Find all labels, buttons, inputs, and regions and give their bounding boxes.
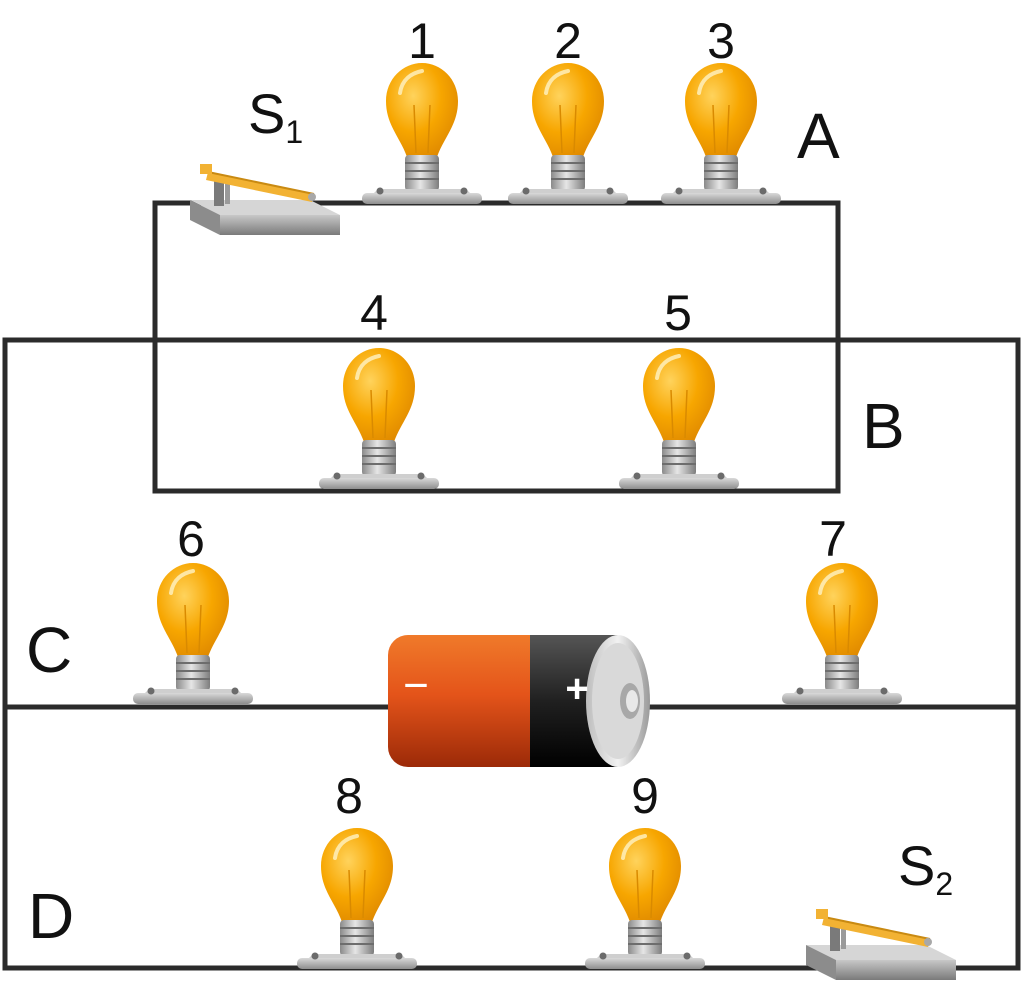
bulb-9-icon — [583, 826, 707, 971]
circuit-label-c: C — [26, 614, 72, 686]
bulb-label-6: 6 — [177, 511, 205, 567]
bulb-6-icon — [131, 561, 255, 706]
circuit-label-b: B — [862, 390, 905, 462]
circuit-d-loop — [2, 707, 1021, 971]
circuit-a-loop — [152, 200, 841, 340]
bulb-label-5: 5 — [664, 285, 692, 341]
switch-s2-icon — [805, 908, 957, 981]
switch-s2-label: S2 — [898, 834, 953, 902]
bulb-label-4: 4 — [360, 285, 388, 341]
switch-s1-label: S1 — [248, 82, 303, 150]
bulb-label-7: 7 — [819, 511, 847, 567]
circuit-b-loop — [152, 337, 841, 494]
bulb-4-icon — [317, 346, 441, 491]
bulb-label-1: 1 — [408, 13, 436, 69]
battery-icon: − + — [388, 635, 650, 767]
switch-s1-icon — [189, 163, 341, 236]
circuit-label-d: D — [28, 880, 74, 952]
battery-negative-label: − — [403, 661, 429, 710]
bulb-7-icon — [780, 561, 904, 706]
bulb-label-9: 9 — [631, 768, 659, 824]
bulb-3-icon — [659, 61, 783, 206]
bulb-label-8: 8 — [335, 768, 363, 824]
bulb-label-2: 2 — [554, 13, 582, 69]
bulb-5-icon — [617, 346, 741, 491]
battery-positive-label: + — [565, 667, 588, 711]
circuit-label-a: A — [797, 100, 840, 172]
bulb-2-icon — [506, 61, 630, 206]
bulb-8-icon — [295, 826, 419, 971]
bulb-1-icon — [360, 61, 484, 206]
bulb-label-3: 3 — [707, 13, 735, 69]
